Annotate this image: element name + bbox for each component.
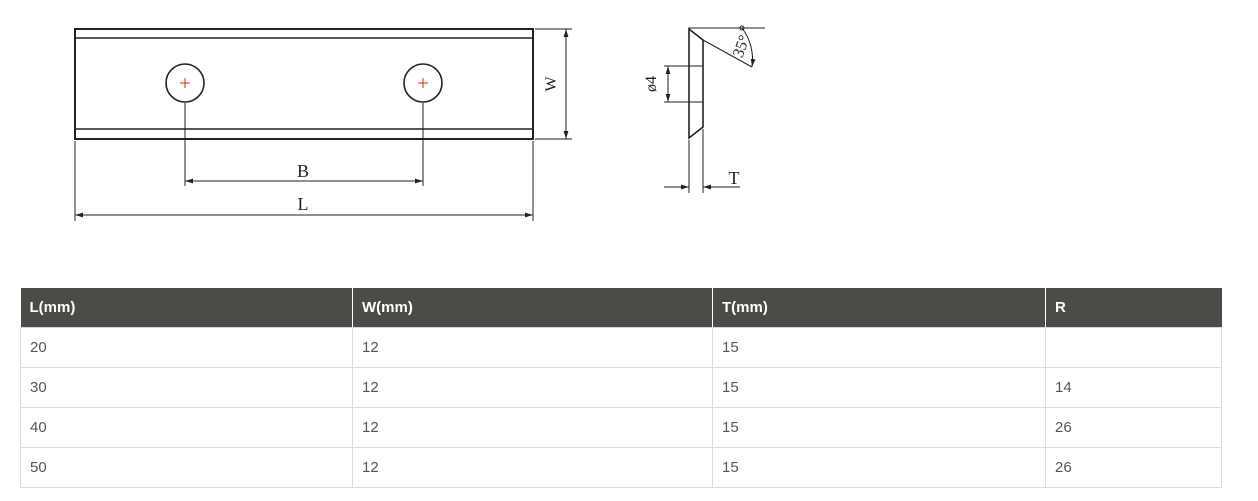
cell-r: 26 <box>1045 407 1222 448</box>
length-label: L <box>298 194 309 214</box>
mounting-hole-right <box>403 63 443 103</box>
table-header-row: L(mm) W(mm) T(mm) R <box>20 288 1222 328</box>
cell-length: 30 <box>20 367 353 408</box>
hole-spacing-dimension <box>184 103 424 186</box>
hole-centers <box>180 78 428 88</box>
angle-dimension <box>689 25 765 68</box>
table-row: 50 12 15 26 <box>20 447 1222 488</box>
cell-length: 20 <box>20 327 353 368</box>
blade-front-view <box>74 28 534 140</box>
cell-r: 26 <box>1045 447 1222 488</box>
cell-width: 12 <box>352 407 713 448</box>
cell-width: 12 <box>352 327 713 368</box>
cell-length: 50 <box>20 447 353 488</box>
width-dimension <box>535 28 572 140</box>
cell-width: 12 <box>352 367 713 408</box>
column-header-thickness: T(mm) <box>712 288 1046 328</box>
length-dimension <box>74 141 534 221</box>
cell-length: 40 <box>20 407 353 448</box>
column-header-width: W(mm) <box>352 288 713 328</box>
blade-side-view <box>688 27 704 140</box>
width-label: W <box>543 76 560 92</box>
cell-thickness: 15 <box>712 407 1046 448</box>
table-row: 30 12 15 14 <box>20 367 1222 408</box>
column-header-r: R <box>1045 288 1222 328</box>
cell-width: 12 <box>352 447 713 488</box>
thickness-dimension <box>664 129 740 193</box>
cell-r <box>1045 327 1222 368</box>
cell-r: 14 <box>1045 367 1222 408</box>
hole-diameter-label: ø4 <box>643 76 660 92</box>
angle-label: 35° <box>730 33 754 60</box>
technical-drawing: W B L ø4 35° T <box>74 25 765 221</box>
thickness-label: T <box>729 168 740 188</box>
hole-spacing-label: B <box>297 161 309 181</box>
cell-thickness: 15 <box>712 367 1046 408</box>
cell-thickness: 15 <box>712 327 1046 368</box>
mounting-hole-left <box>165 63 205 103</box>
table-row: 20 12 15 <box>20 327 1222 368</box>
cell-thickness: 15 <box>712 447 1046 488</box>
spec-table: L(mm) W(mm) T(mm) R 20 12 15 30 12 15 14… <box>20 288 1222 488</box>
hole-diameter-dimension <box>664 65 689 103</box>
column-header-length: L(mm) <box>20 288 353 328</box>
table-row: 40 12 15 26 <box>20 407 1222 448</box>
